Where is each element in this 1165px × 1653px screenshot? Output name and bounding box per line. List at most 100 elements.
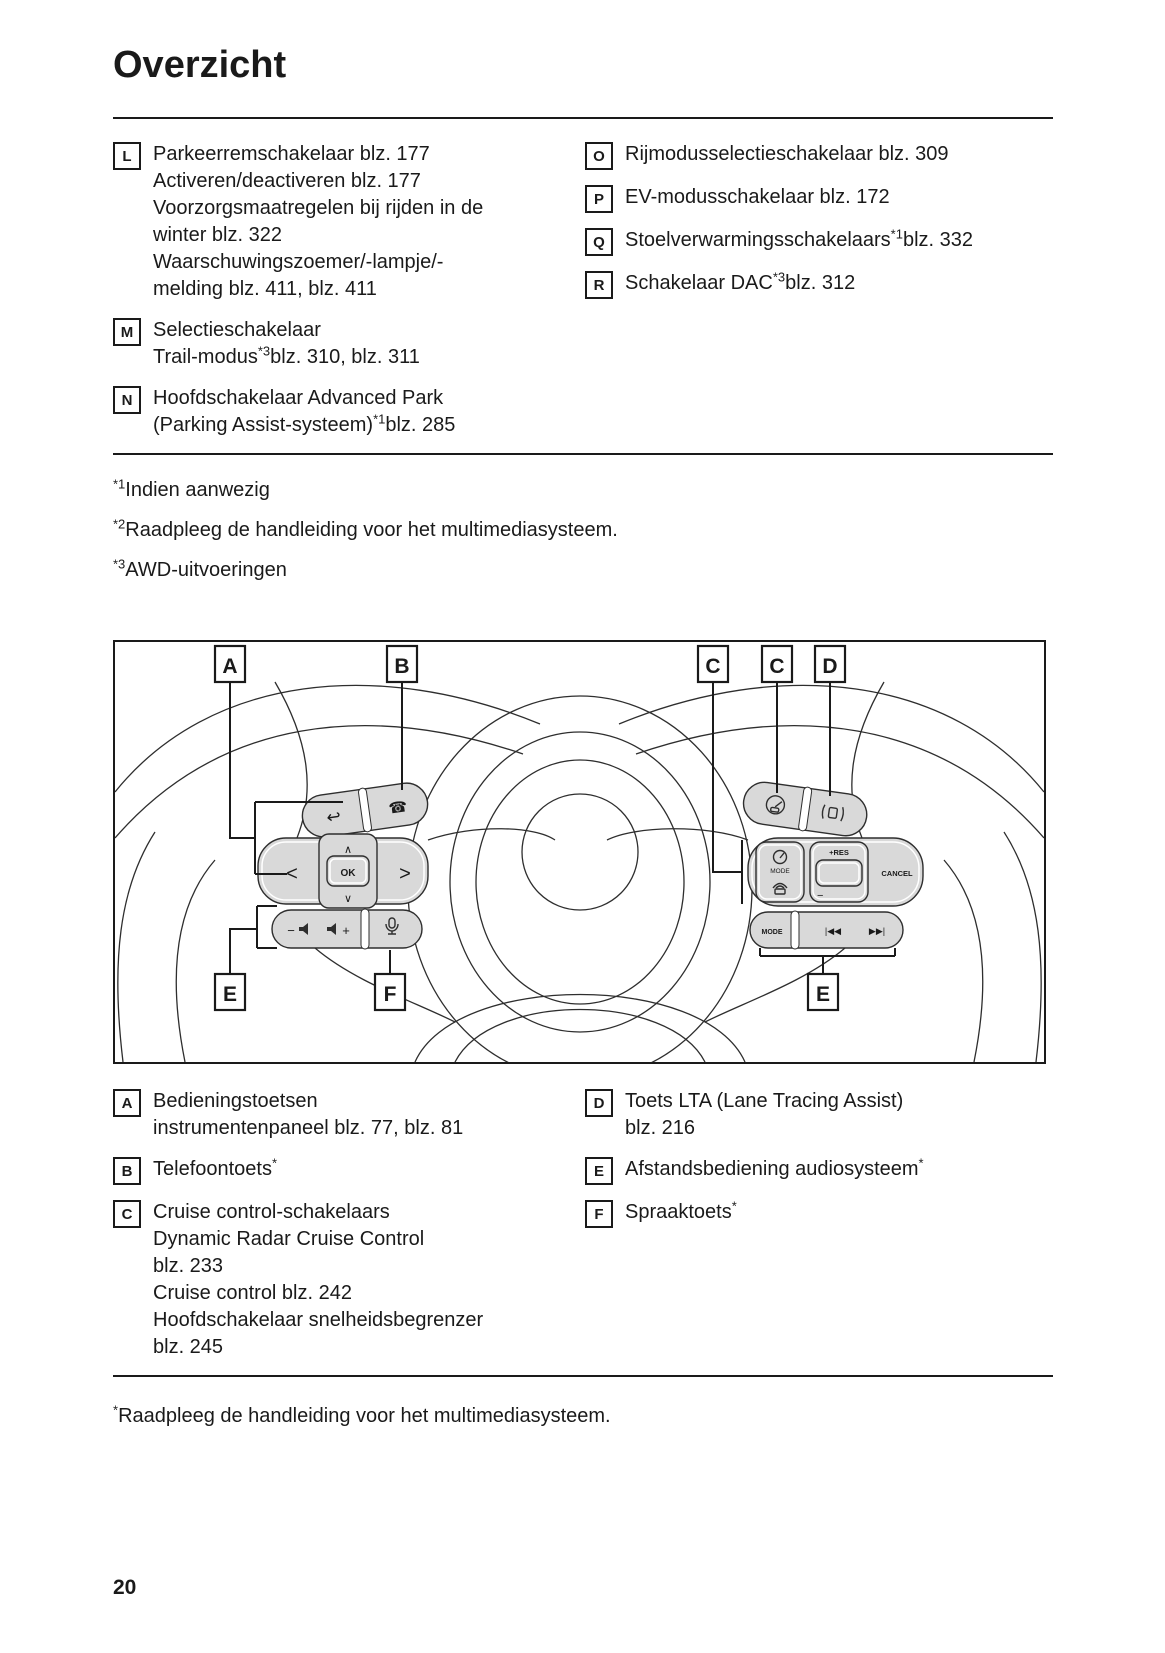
ok-button[interactable]: OK [341, 868, 357, 879]
text-line: winter blz. 322 [153, 222, 483, 249]
text-run: instrumentenpaneel blz. 77, blz. 81 [153, 1117, 464, 1139]
text-run: Rijmodusselectieschakelaar blz. 309 [625, 143, 949, 165]
volume-down-button[interactable]: − [287, 923, 308, 938]
text-run: Schakelaar DAC [625, 272, 773, 294]
text-line: EV-modusschakelaar blz. 172 [625, 184, 890, 211]
text-line: melding blz. 411, blz. 411 [153, 276, 483, 303]
left-arrow-key[interactable]: < [286, 863, 298, 885]
text-run: Dynamic Radar Cruise Control [153, 1228, 425, 1250]
page-number: 20 [113, 1576, 137, 1599]
text-line: blz. 245 [153, 1334, 483, 1361]
mode-button[interactable]: MODE [762, 929, 783, 936]
key-box-l: L [113, 142, 141, 170]
legend-entry-a: A Bedieningstoetsen instrumentenpaneel blz… [113, 1088, 585, 1142]
right-arrow-key[interactable]: > [399, 863, 411, 885]
meter-control-pad: < > ∧ OK ∨ [257, 833, 429, 909]
text-run: Bedieningstoetsen [153, 1090, 318, 1112]
speaker-icon [327, 923, 336, 935]
text-line: Voorzorgsmaatregelen bij rijden in de [153, 195, 483, 222]
key-box-c: C [113, 1200, 141, 1228]
cruise-gauge-icon[interactable] [765, 795, 786, 815]
seek-forward-button[interactable]: ▶▶| [869, 926, 885, 936]
superscript-marker: * [918, 1155, 924, 1171]
text-run: Waarschuwingszoemer/-lampje/- [153, 251, 444, 273]
back-icon[interactable]: ↩ [325, 807, 342, 828]
svg-text:D: D [822, 655, 837, 678]
lta-lane-icon[interactable] [821, 804, 845, 822]
phone-icon[interactable]: ☎ [388, 798, 409, 817]
entry-text: Afstandsbediening audiosysteem* [625, 1156, 924, 1185]
text-line: Spraaktoets* [625, 1199, 737, 1226]
left-bottom-row: − + [271, 908, 423, 950]
seek-back-button[interactable]: |◀◀ [825, 926, 841, 936]
left-top-row: ↩ ☎ [301, 782, 429, 838]
text-line: Trail-modus*3blz. 310, blz. 311 [153, 344, 420, 371]
text-run: Trail-modus [153, 346, 258, 368]
bottom-legend-left-column: A Bedieningstoetsen instrumentenpaneel blz… [113, 1088, 585, 1375]
bottom-footnote: *Raadpleeg de handleiding voor het multi… [113, 1402, 1053, 1428]
text-line: Stoelverwarmingsschakelaars*1blz. 332 [625, 227, 973, 254]
cancel-button[interactable]: CANCEL [881, 869, 913, 878]
text-line: Hoofdschakelaar snelheidsbegrenzer [153, 1307, 483, 1334]
right-bottom-row: MODE |◀◀ ▶▶| [749, 910, 904, 950]
text-line: Toets LTA (Lane Tracing Assist) [625, 1088, 903, 1115]
text-line: Activeren/deactiveren blz. 177 [153, 168, 483, 195]
key-box-a: A [113, 1089, 141, 1117]
text-line: *1Indien aanwezig [113, 477, 1053, 502]
text-run: blz. 216 [625, 1117, 696, 1139]
key-box-n: N [113, 386, 141, 414]
diagram-label-d: D [813, 644, 847, 684]
key-box-q: Q [585, 228, 613, 256]
superscript-marker: *1 [373, 411, 386, 427]
volume-up-button[interactable]: + [327, 923, 350, 938]
up-arrow-key[interactable]: ∧ [344, 844, 352, 856]
key-box-b: B [113, 1157, 141, 1185]
down-arrow-key[interactable]: ∨ [344, 893, 352, 905]
legend-entry-q: Q Stoelverwarmingsschakelaars*1blz. 332 [585, 227, 1053, 256]
text-run: blz. 233 [153, 1255, 224, 1277]
superscript-marker: * [731, 1198, 737, 1214]
text-run: Voorzorgsmaatregelen bij rijden in de [153, 197, 484, 219]
text-line: instrumentenpaneel blz. 77, blz. 81 [153, 1115, 463, 1142]
text-run: EV-modusschakelaar blz. 172 [625, 186, 890, 208]
entry-text: EV-modusschakelaar blz. 172 [625, 184, 890, 213]
set-minus-label: − [817, 890, 823, 902]
text-line: *3AWD-uitvoeringen [113, 557, 1053, 582]
svg-text:C: C [705, 655, 720, 678]
text-run: Afstandsbediening audiosysteem [625, 1158, 919, 1180]
diagram-label-f: F [373, 972, 407, 1012]
text-run: blz. 332 [902, 229, 974, 251]
following-distance-icon [772, 882, 788, 895]
diagram-label-a: A [213, 644, 247, 684]
text-run: Raadpleeg de handleiding voor het multim… [125, 519, 618, 541]
drcc-mode-button[interactable]: MODE [755, 841, 805, 903]
bottom-legend: A Bedieningstoetsen instrumentenpaneel blz… [113, 1088, 1053, 1375]
text-run: Stoelverwarmingsschakelaars [625, 229, 891, 251]
voice-mic-icon[interactable] [385, 917, 399, 935]
text-run: Raadpleeg de handleiding voor het multim… [118, 1405, 611, 1427]
key-box-r: R [585, 271, 613, 299]
text-line: *Raadpleeg de handleiding voor het multi… [113, 1402, 1053, 1428]
superscript-marker: *2 [113, 516, 126, 532]
text-run: melding blz. 411, blz. 411 [153, 278, 377, 300]
steering-wheel-diagram: ↩ ☎ < > ∧ OK ∨ [114, 644, 1045, 1081]
entry-text: Spraaktoets* [625, 1199, 737, 1228]
divider [113, 1375, 1053, 1377]
svg-text:+RES: +RES [829, 848, 849, 857]
entry-text: Bedieningstoetsen instrumentenpaneel blz.… [153, 1088, 463, 1142]
leader-lines [229, 682, 896, 974]
svg-text:C: C [769, 655, 784, 678]
text-run: AWD-uitvoeringen [125, 559, 287, 581]
diagram-label-e2: E [806, 972, 840, 1012]
superscript-marker: * [113, 1402, 119, 1418]
res-set-rocker[interactable]: +RES − [809, 841, 869, 903]
